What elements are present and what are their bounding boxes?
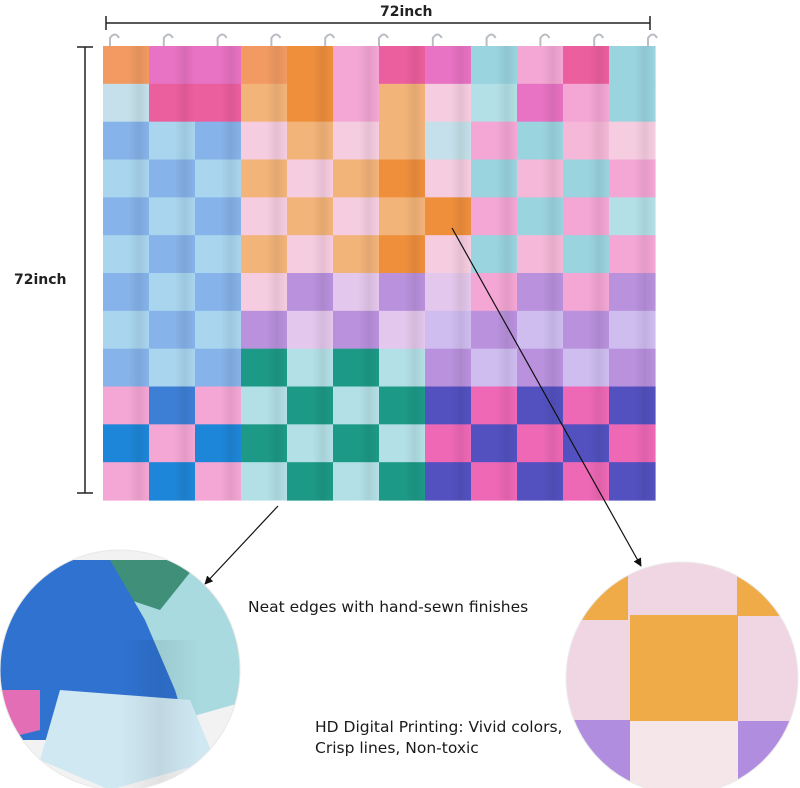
print-caption-line-2: Crisp lines, Non-toxic (315, 739, 479, 757)
curtain-hook (647, 33, 658, 48)
shower-curtain (103, 46, 656, 501)
print-callout-arrow (451, 227, 642, 567)
width-label: 72inch (380, 4, 433, 20)
curtain-fold (266, 46, 287, 500)
edge-callout-arrow (204, 505, 279, 585)
curtain-hook (270, 33, 282, 48)
print-caption-line-1: HD Digital Printing: Vivid colors, (315, 718, 563, 736)
curtain-hook (162, 33, 174, 48)
curtain-hook (216, 33, 228, 48)
curtain-hook (109, 33, 120, 48)
curtain-hooks (109, 33, 658, 48)
curtain-fold (450, 46, 471, 500)
print-detail-circle-border (565, 561, 799, 788)
print-caption: HD Digital Printing: Vivid colors, Crisp… (315, 717, 562, 759)
curtain-fold (358, 46, 379, 500)
curtain-hook (324, 33, 336, 48)
edge-caption: Neat edges with hand-sewn finishes (248, 598, 529, 616)
curtain-fold (496, 46, 517, 500)
curtain-fold (588, 46, 609, 500)
edge-detail-zoom (0, 550, 240, 788)
curtain-fold (220, 46, 241, 500)
curtain-fold (634, 46, 655, 500)
edge-detail-circle-border (0, 549, 241, 788)
curtain-hook (485, 33, 497, 48)
height-label: 72inch (14, 272, 67, 288)
curtain-hook (539, 33, 551, 48)
print-detail-zoom (566, 562, 798, 788)
height-dimension-line (77, 46, 93, 494)
curtain-fold (404, 46, 425, 500)
curtain-hook (593, 33, 605, 48)
curtain-hook (378, 33, 389, 48)
width-dimension-line (105, 16, 651, 30)
curtain-fold (128, 46, 149, 500)
curtain-fold (542, 46, 563, 500)
curtain-hook (431, 33, 443, 48)
curtain-fold (174, 46, 195, 500)
curtain-fold (312, 46, 333, 500)
